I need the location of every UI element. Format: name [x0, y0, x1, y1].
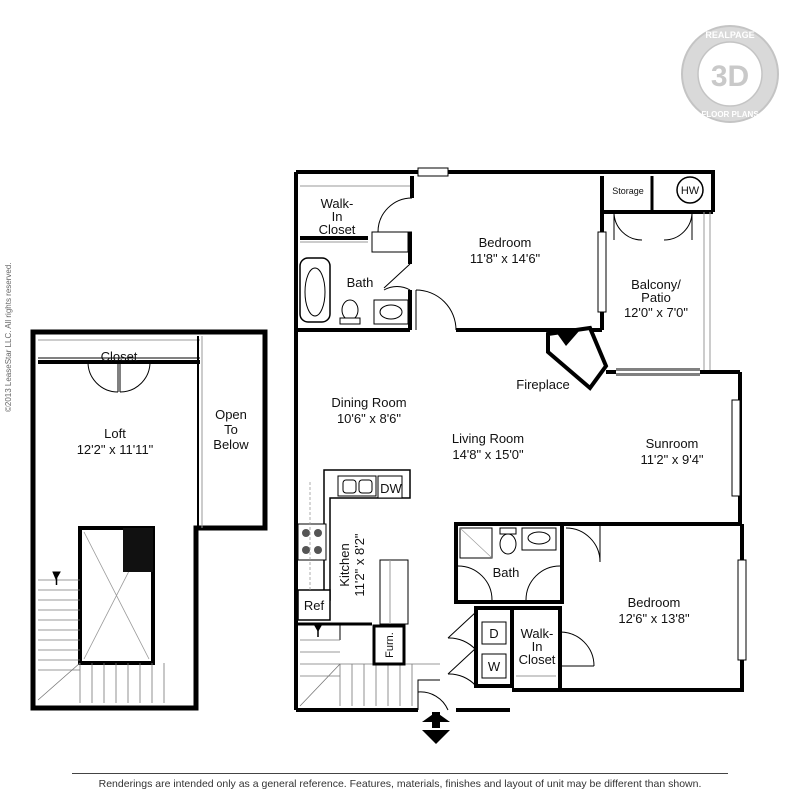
washer-label: W — [488, 659, 501, 674]
living-room-size: 14'8" x 15'0" — [452, 447, 524, 462]
furnace-label: Furn. — [384, 632, 396, 658]
loft-name: Loft — [104, 426, 126, 441]
disclaimer-text: Renderings are intended only as a genera… — [98, 778, 702, 790]
storage-label: Storage — [612, 186, 644, 196]
living-room-name: Living Room — [452, 431, 524, 446]
bedroom-top-size: 11'8" x 14'6" — [470, 251, 541, 266]
walk-in-closet-bottom-line-2: In — [532, 639, 543, 654]
bedroom-bottom-size: 12'6" x 13'8" — [618, 611, 690, 626]
kitchen-size: 11'2" x 8'2" — [352, 533, 367, 596]
bath-bottom-label: Bath — [493, 565, 520, 580]
kitchen-name: Kitchen — [337, 543, 352, 586]
loft-size: 12'2" x 11'11" — [77, 442, 154, 457]
footer-rule — [72, 773, 728, 774]
walk-in-closet-bottom-line-3: Closet — [519, 652, 556, 667]
balcony-line-1: Balcony/ — [631, 277, 681, 292]
walk-in-closet-top-line-1: Walk- — [321, 196, 354, 211]
dining-room-name: Dining Room — [331, 395, 406, 410]
open-below-line-3: Below — [213, 437, 249, 452]
refrigerator-label: Ref — [304, 598, 325, 613]
open-below-line-2: To — [224, 422, 238, 437]
balcony-line-2: Patio — [641, 290, 671, 305]
bedroom-top-name: Bedroom — [479, 235, 532, 250]
dishwasher-label: DW — [380, 481, 402, 496]
badge-mark: 3D — [711, 60, 749, 93]
walk-in-closet-top-line-3: Closet — [319, 222, 356, 237]
walk-in-closet-bottom-line-1: Walk- — [521, 626, 554, 641]
badge-brand: REALPAGE — [705, 30, 754, 40]
sunroom-size: 11'2" x 9'4" — [640, 452, 703, 467]
open-below-line-1: Open — [215, 407, 247, 422]
fireplace-label: Fireplace — [516, 377, 569, 392]
main-unit-plan: Walk- In Closet Bedroom 11'8" x 14'6" Ba… — [294, 167, 747, 744]
realpage-3d-badge: 3D REALPAGE FLOOR PLANS — [681, 25, 779, 123]
dining-room-size: 10'6" x 8'6" — [337, 411, 401, 426]
badge-tagline: FLOOR PLANS — [701, 110, 759, 119]
bath-top-label: Bath — [347, 275, 374, 290]
bedroom-bottom-name: Bedroom — [628, 595, 681, 610]
balcony-size: 12'0" x 7'0" — [624, 305, 688, 320]
walk-in-closet-top-line-2: In — [332, 209, 343, 224]
loft-plan: Closet Loft 12'2" x 11'11" Open To Below — [30, 329, 268, 711]
dryer-label: D — [489, 626, 498, 641]
sunroom-name: Sunroom — [646, 436, 699, 451]
water-heater-label: HW — [681, 185, 700, 197]
loft-closet-label: Closet — [101, 349, 138, 364]
